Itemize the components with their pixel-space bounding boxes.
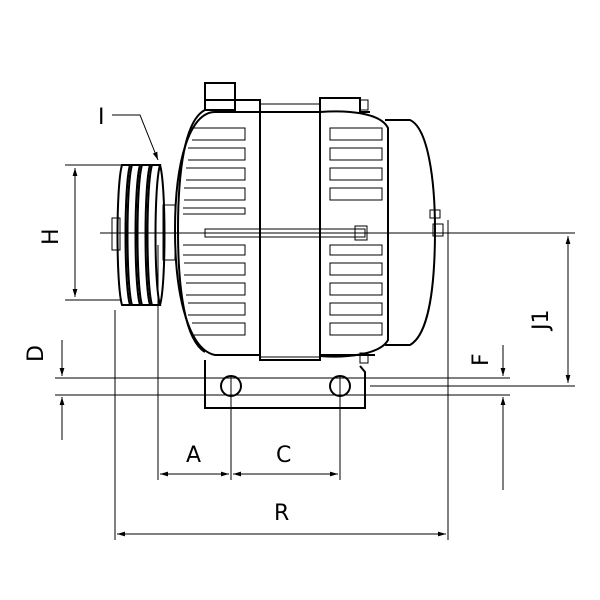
- label-F: F: [469, 353, 494, 366]
- dimension-D: D: [24, 340, 65, 440]
- rear-housing: [319, 110, 389, 358]
- label-I: I: [98, 105, 105, 130]
- alternator-body: [174, 82, 444, 409]
- label-H: H: [39, 228, 64, 245]
- tie-rod-bottom-nut: [359, 352, 369, 364]
- dimension-I: I: [98, 105, 159, 161]
- tie-rod-top-nut: [359, 99, 369, 111]
- label-D: D: [24, 345, 49, 362]
- dimension-C: C: [233, 443, 338, 477]
- label-C: C: [276, 443, 291, 468]
- dimension-R: R: [117, 501, 446, 537]
- dimension-F: F: [469, 345, 506, 490]
- rear-fins: [329, 127, 383, 336]
- pulley-nut: [111, 217, 121, 251]
- label-J1: J1: [529, 310, 554, 333]
- output-terminal-nut: [432, 223, 444, 237]
- end-cap: [385, 119, 437, 346]
- label-R: R: [274, 501, 289, 526]
- front-housing: [176, 100, 261, 360]
- dimension-A: A: [160, 443, 229, 477]
- dimension-J1: J1: [370, 232, 575, 387]
- pulley: [111, 164, 176, 306]
- label-A: A: [186, 443, 201, 468]
- dimension-H: H: [39, 164, 122, 301]
- front-fins: [183, 127, 246, 336]
- top-terminal-block: [204, 82, 236, 111]
- mounting-foot: [204, 360, 366, 409]
- output-terminal-stud: [429, 209, 441, 219]
